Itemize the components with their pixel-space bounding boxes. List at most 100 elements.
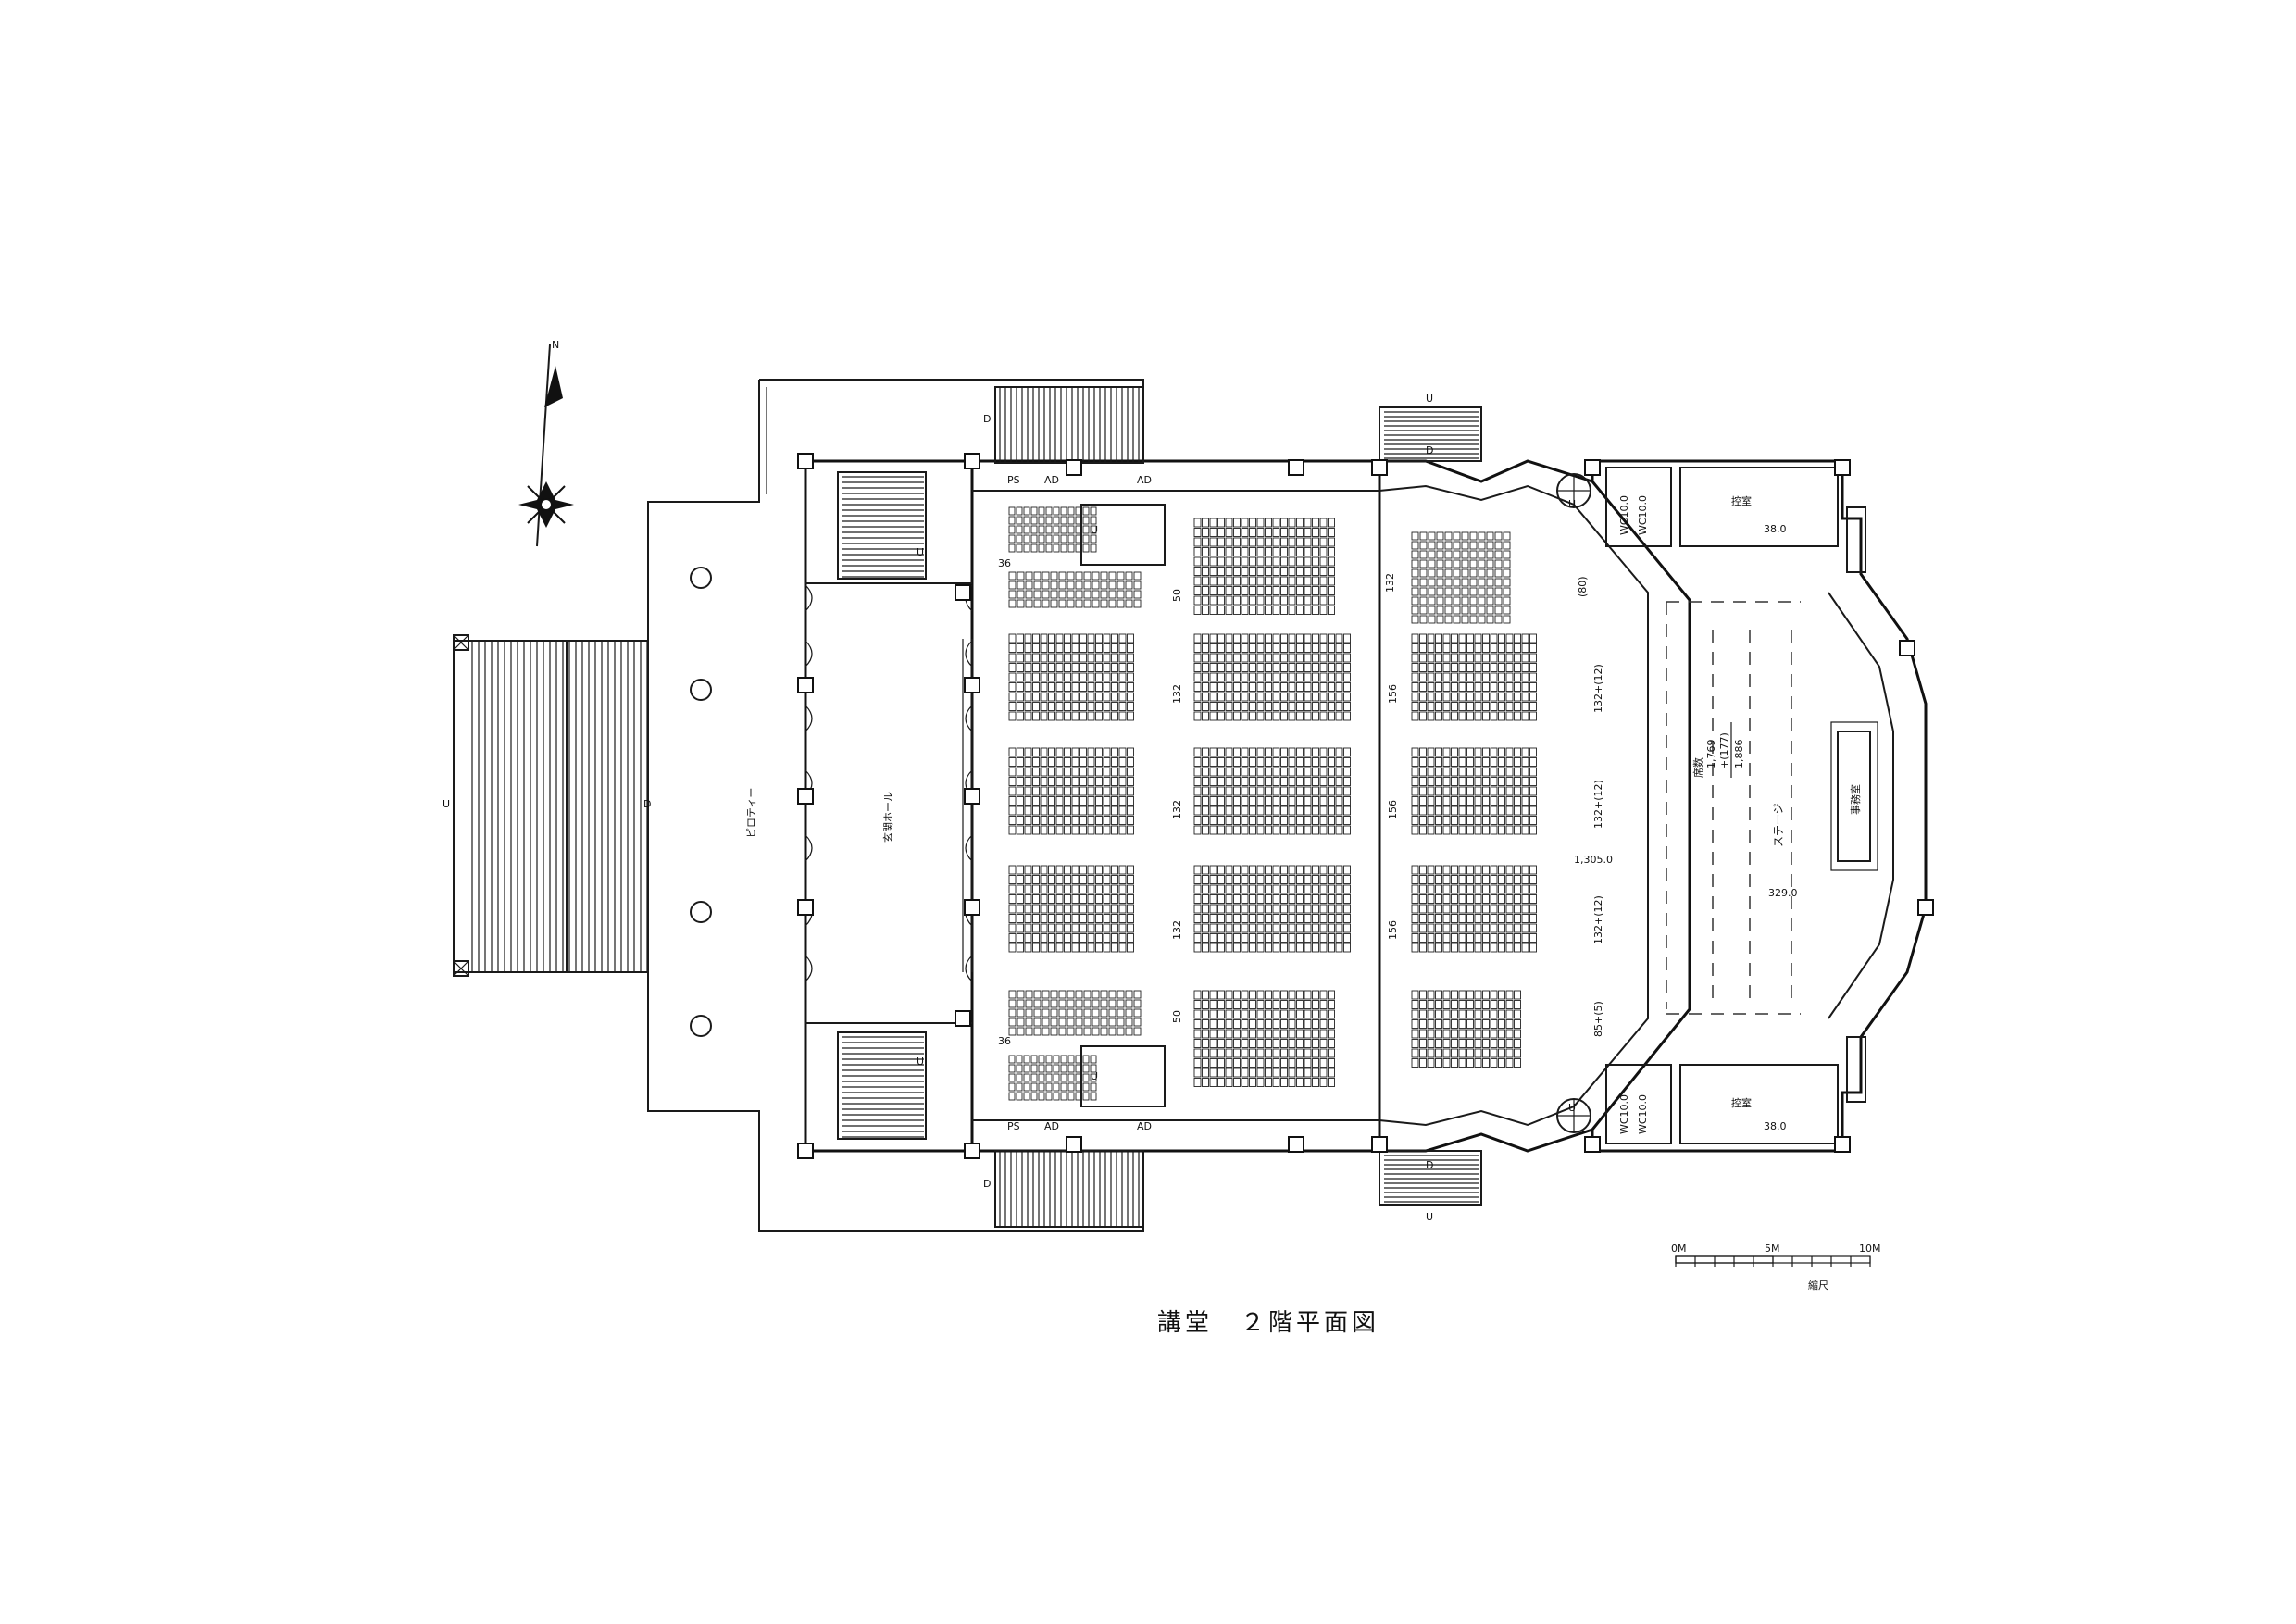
seat	[1111, 702, 1118, 711]
seat	[1411, 643, 1419, 653]
seat	[1319, 556, 1328, 567]
seat	[1008, 904, 1017, 914]
seat	[1514, 923, 1521, 933]
seat	[1312, 1000, 1319, 1009]
seat	[1419, 777, 1427, 786]
seat	[1435, 777, 1442, 786]
seat	[1435, 633, 1442, 643]
stair-label-up-ne: U	[1426, 393, 1433, 405]
seat	[1335, 663, 1343, 672]
seat	[1103, 894, 1111, 904]
seat	[1265, 894, 1272, 904]
seat	[1233, 865, 1241, 875]
seat	[1442, 786, 1451, 796]
seat	[1225, 894, 1233, 904]
seat	[1032, 702, 1040, 711]
seat	[1117, 599, 1125, 608]
seat	[1040, 884, 1048, 894]
seat	[1280, 586, 1288, 595]
seat	[1095, 825, 1103, 835]
seat	[1272, 1058, 1280, 1068]
seat	[1256, 1048, 1265, 1058]
seat	[1411, 1000, 1419, 1009]
seat	[1312, 1048, 1319, 1058]
seat	[1280, 1058, 1288, 1068]
seat	[1521, 702, 1529, 711]
pillar	[955, 584, 971, 601]
seat	[1319, 672, 1328, 682]
seat	[1202, 537, 1209, 547]
seat	[1494, 587, 1503, 596]
seat	[1343, 875, 1351, 884]
pillar	[1066, 459, 1082, 476]
seat	[1312, 1029, 1319, 1039]
seat	[1265, 990, 1272, 1000]
seat	[1428, 596, 1436, 606]
seat	[1505, 990, 1514, 1000]
seat	[1453, 587, 1461, 596]
seat	[1079, 884, 1087, 894]
seat	[1442, 1029, 1451, 1039]
seat	[1288, 633, 1296, 643]
seat	[1288, 518, 1296, 528]
seat	[1256, 1068, 1265, 1078]
seat	[1529, 757, 1537, 767]
seat	[1095, 786, 1103, 796]
seat	[1202, 1039, 1209, 1048]
seat	[1304, 653, 1312, 663]
seat	[1451, 806, 1458, 816]
seat	[1436, 541, 1444, 550]
seat	[1304, 777, 1312, 786]
seat	[1008, 702, 1017, 711]
seat	[1249, 923, 1256, 933]
seat	[1478, 606, 1486, 615]
seat	[1335, 875, 1343, 884]
seat	[1288, 1019, 1296, 1029]
seat	[1478, 531, 1486, 541]
seat	[1312, 702, 1319, 711]
seat	[1033, 1027, 1042, 1036]
seat	[1133, 571, 1142, 581]
seat	[1125, 581, 1133, 590]
seat	[1030, 525, 1038, 534]
seat	[1474, 767, 1482, 777]
seat	[1435, 757, 1442, 767]
seat	[1025, 590, 1033, 599]
seat	[1296, 692, 1304, 702]
seat	[1265, 692, 1272, 702]
seat	[1090, 543, 1097, 553]
seat	[1458, 914, 1466, 923]
seat	[1288, 786, 1296, 796]
seat	[1103, 682, 1111, 692]
seat	[1241, 663, 1249, 672]
seat	[1241, 682, 1249, 692]
seat	[1335, 682, 1343, 692]
seat	[1411, 990, 1419, 1000]
seat	[1458, 702, 1466, 711]
seat	[1064, 943, 1071, 953]
wc-bottom-right: WC10.0	[1637, 1094, 1649, 1134]
seat	[1265, 567, 1272, 576]
seat	[1451, 865, 1458, 875]
seat	[1442, 747, 1451, 757]
seat	[1075, 599, 1083, 608]
seat	[1202, 672, 1209, 682]
hall-area: 1,305.0	[1574, 854, 1613, 866]
seat	[1328, 1058, 1335, 1068]
seat	[1296, 595, 1304, 606]
seat	[1503, 559, 1511, 568]
seat	[1033, 990, 1042, 999]
seat	[1256, 633, 1265, 643]
seat-block-l1	[1008, 571, 1142, 608]
seat	[1265, 606, 1272, 615]
seat	[1064, 933, 1071, 943]
seat	[1490, 711, 1498, 721]
seat	[1055, 777, 1064, 786]
pillar	[964, 453, 980, 469]
seat	[1249, 672, 1256, 682]
seat	[1095, 933, 1103, 943]
seat	[1064, 825, 1071, 835]
seat	[1193, 672, 1202, 682]
seat	[1461, 615, 1469, 624]
stair-label-up-tl: U	[917, 546, 924, 558]
